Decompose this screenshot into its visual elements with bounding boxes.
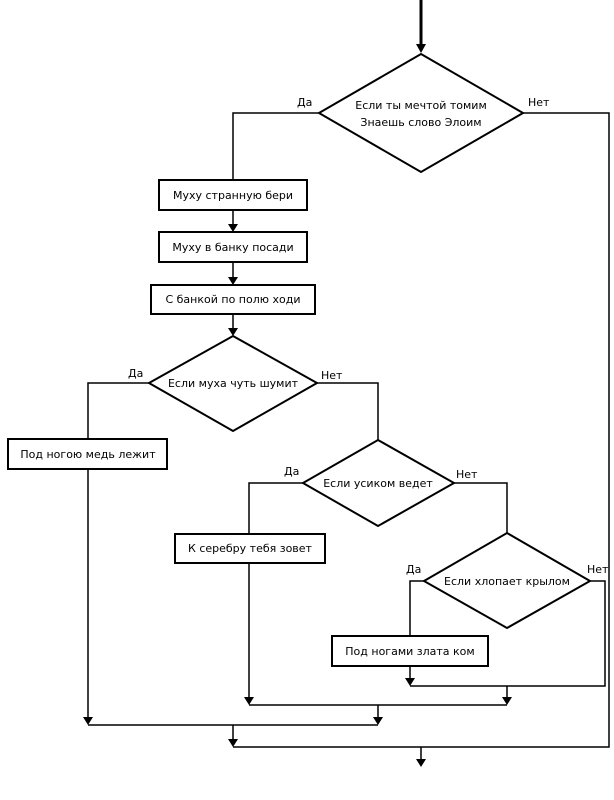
process-walk-field-label: С банкой по полю ходи (165, 293, 300, 306)
label-no-3: Нет (456, 468, 478, 481)
decision-antenna (300, 438, 457, 528)
decision-antenna-label: Если усиком ведет (323, 477, 433, 490)
process-take-fly (158, 179, 308, 211)
process-silver-label: К серебру тебя зовет (188, 542, 313, 555)
process-take-fly-label: Муху странную бери (173, 189, 293, 202)
decision-eloim (317, 52, 525, 174)
decision-wing-label: Если хлопает крылом (444, 575, 570, 588)
decision-eloim-line2: Знаешь слово Элоим (360, 116, 481, 129)
label-no-4: Нет (587, 563, 609, 576)
decision-fly-noise (146, 334, 320, 433)
process-walk-field (150, 284, 316, 315)
label-yes-2: Да (128, 367, 143, 380)
label-yes-4: Да (406, 563, 421, 576)
decision-eloim-line1: Если ты мечтой томим (355, 99, 487, 112)
process-copper-label: Под ногою медь лежит (20, 448, 156, 461)
connectors (83, 0, 610, 767)
process-fly-in-jar-label: Муху в банку посади (172, 241, 293, 254)
decision-fly-noise-label: Если муха чуть шумит (168, 377, 299, 390)
process-copper (7, 438, 168, 470)
label-no-2: Нет (321, 369, 343, 382)
label-yes-3: Да (284, 465, 299, 478)
decision-wing (421, 531, 593, 630)
label-yes-1: Да (297, 96, 312, 109)
process-silver (174, 533, 326, 564)
label-no-1: Нет (528, 96, 550, 109)
process-gold (331, 635, 489, 667)
process-gold-label: Под ногами злата ком (345, 645, 474, 658)
process-fly-in-jar (158, 231, 308, 263)
